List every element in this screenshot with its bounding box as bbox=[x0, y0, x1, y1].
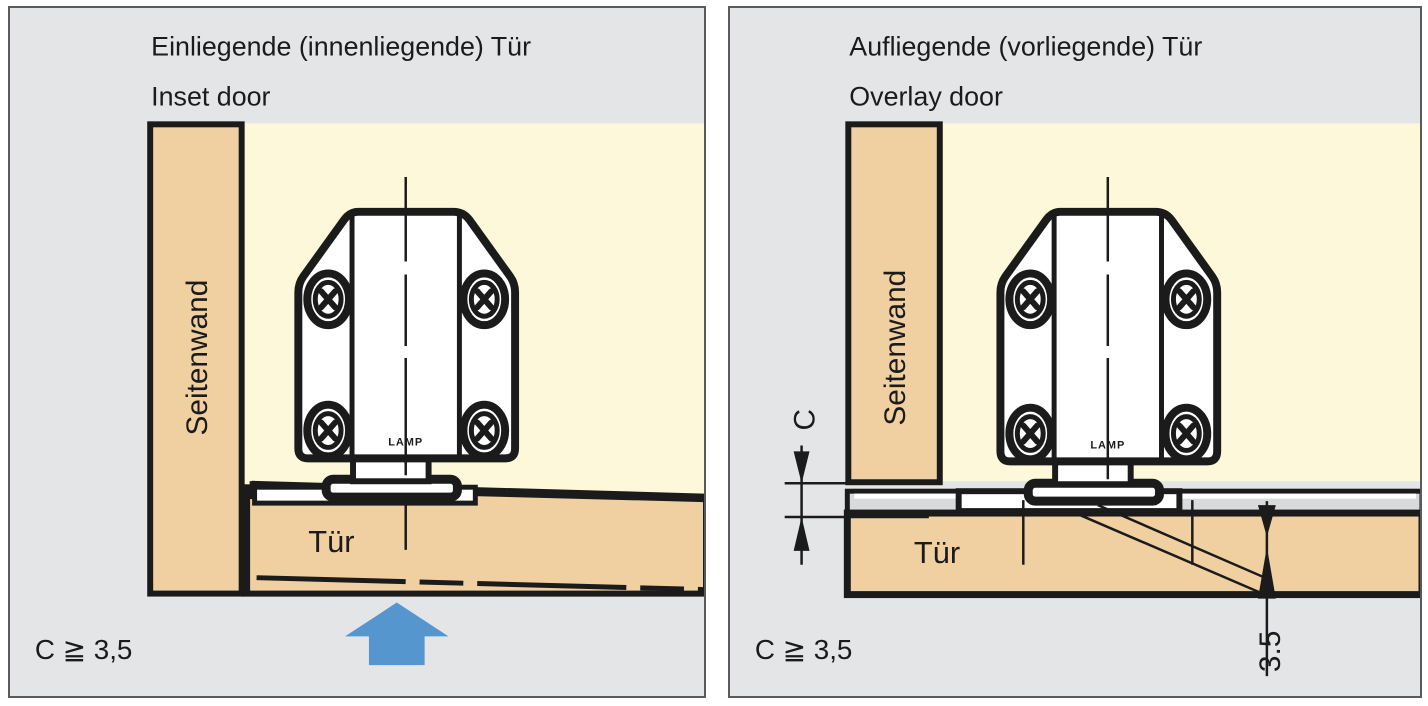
clearance-note: C ≧ 3,5 bbox=[35, 634, 133, 665]
hinge-screw-bottom-left bbox=[303, 400, 354, 461]
panel-inset-door: Einliegende (innenliegende) Tür Inset do… bbox=[8, 6, 706, 698]
push-direction-arrow bbox=[345, 602, 449, 666]
dimension-c-arrow-top bbox=[793, 451, 810, 484]
side-wall-label: Seitenwand bbox=[181, 280, 214, 436]
hinge-screw-bottom-right bbox=[459, 400, 510, 461]
dimension-3-5-arrow-top bbox=[1257, 505, 1276, 537]
hinge-screw-top-right bbox=[1161, 269, 1212, 330]
panel-overlay-door: Aufliegende (vorliegende) Tür Overlay do… bbox=[728, 6, 1422, 698]
panel-title-en: Inset door bbox=[151, 81, 270, 111]
side-wall bbox=[845, 121, 943, 486]
hinge-screw-top-left bbox=[1005, 269, 1056, 330]
panel-title-de: Einliegende (innenliegende) Tür bbox=[151, 32, 531, 62]
leader-line-upper bbox=[1097, 503, 1273, 582]
hinge-screw-top-left bbox=[303, 269, 354, 330]
door-bottom-tilt-line bbox=[256, 575, 704, 593]
side-wall bbox=[147, 121, 245, 597]
overlay-door-drawing: Aufliegende (vorliegende) Tür Overlay do… bbox=[755, 32, 1420, 677]
dimension-3-5: 3.5 bbox=[1254, 501, 1287, 677]
door-label: Tür bbox=[308, 524, 354, 559]
hinge-screw-top-right bbox=[459, 269, 510, 330]
panel-title-en: Overlay door bbox=[849, 81, 1003, 111]
leader-line-lower bbox=[1079, 513, 1266, 596]
dimension-c-label: C bbox=[789, 409, 822, 431]
hinge-screw-bottom-right bbox=[1161, 403, 1212, 464]
door-edge-dashed-line bbox=[459, 488, 704, 500]
hinge-screw-bottom-left bbox=[1005, 403, 1056, 464]
dimension-c: C bbox=[784, 409, 929, 565]
side-wall-label: Seitenwand bbox=[879, 270, 912, 426]
dimension-3-5-arrow-bottom bbox=[1257, 546, 1276, 599]
inset-door-drawing: Einliegende (innenliegende) Tür Inset do… bbox=[35, 32, 704, 666]
dimension-3-5-label: 3.5 bbox=[1254, 631, 1287, 672]
clearance-note: C ≧ 3,5 bbox=[755, 634, 853, 665]
door-label: Tür bbox=[914, 535, 960, 570]
dimension-c-arrow-bottom bbox=[793, 517, 810, 551]
panel-title-de: Aufliegende (vorliegende) Tür bbox=[849, 32, 1202, 62]
